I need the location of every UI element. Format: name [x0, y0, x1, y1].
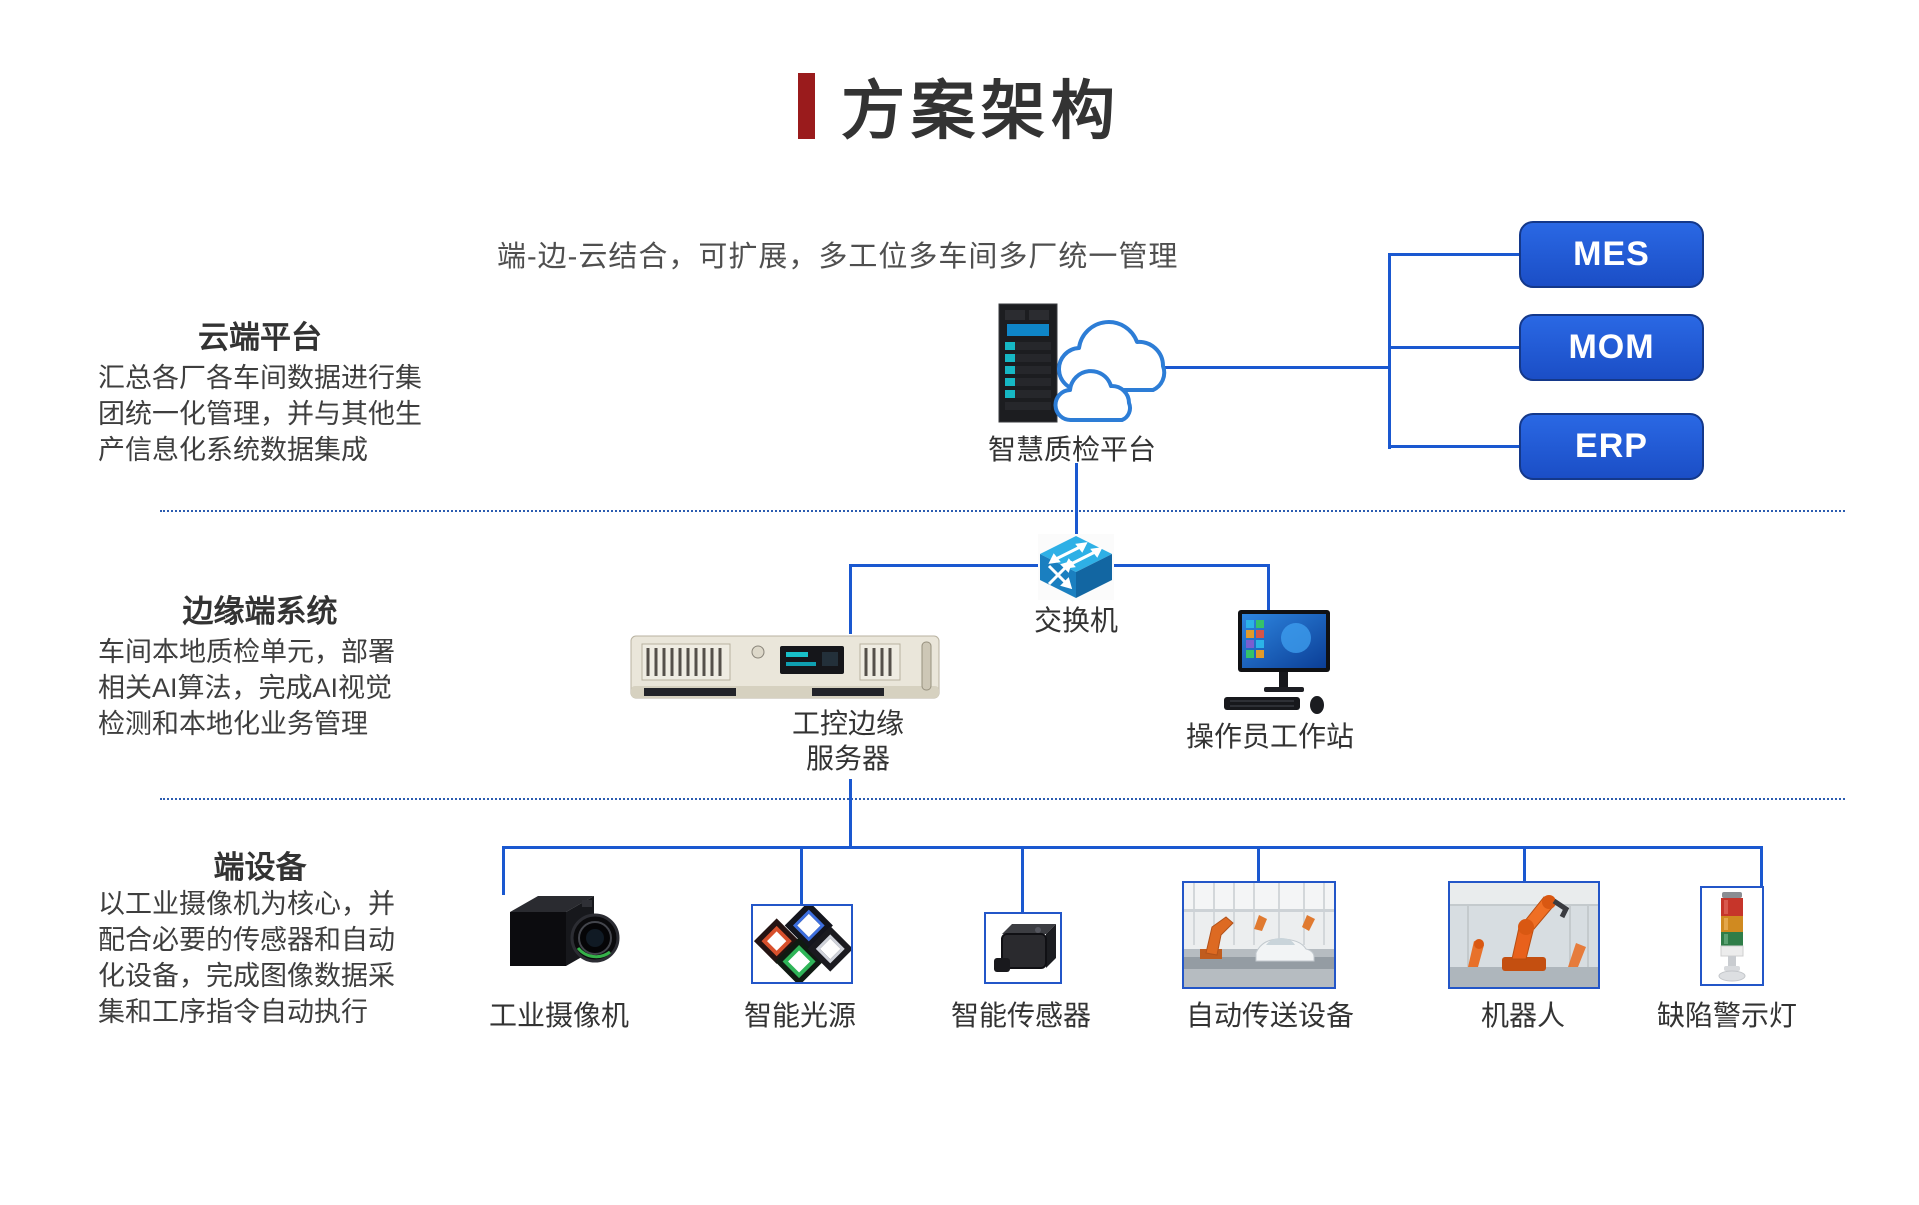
conveyor-illustration — [1182, 881, 1336, 989]
connector-line — [849, 564, 852, 634]
light-source-illustration — [751, 904, 853, 984]
connector-line — [1075, 463, 1078, 541]
cloud-server-illustration — [985, 298, 1175, 430]
tier-separator — [160, 510, 1845, 512]
connector-line — [849, 779, 852, 848]
mes-node: MES — [1519, 221, 1704, 288]
connector-line — [1388, 346, 1519, 349]
connector-line — [1388, 445, 1519, 448]
title-accent-bar — [798, 73, 815, 139]
device-label-camera: 工业摄像机 — [488, 1000, 630, 1031]
tier-separator — [160, 798, 1845, 800]
connector-line — [1760, 846, 1763, 890]
connector-line — [1158, 366, 1391, 369]
connector-line — [1257, 846, 1260, 884]
edge-tier-heading: 边缘端系统 — [182, 594, 338, 629]
warning-light-illustration — [1700, 886, 1764, 986]
network-switch-icon — [1038, 534, 1114, 600]
connector-line — [1267, 564, 1270, 622]
connector-line — [1523, 846, 1526, 884]
workstation-illustration — [1224, 610, 1336, 718]
connector-line — [800, 846, 803, 908]
connector-line — [502, 846, 505, 895]
workstation-label: 操作员工作站 — [1185, 721, 1355, 752]
device-label-robot: 机器人 — [1480, 1000, 1566, 1031]
device-label-conveyor: 自动传送设备 — [1185, 1000, 1355, 1031]
sensor-illustration — [984, 912, 1062, 984]
edge-tier-description: 车间本地质检单元，部署 相关AI算法，完成AI视觉 检测和本地化业务管理 — [98, 637, 395, 739]
device-tier-heading: 端设备 — [213, 850, 307, 885]
device-label-sensor: 智能传感器 — [950, 1000, 1092, 1031]
cloud-platform-label: 智慧质检平台 — [987, 434, 1157, 465]
page-title-row: 方案架构 — [0, 60, 1919, 152]
device-label-warning-light: 缺陷警示灯 — [1656, 1000, 1798, 1031]
connector-line — [1021, 846, 1024, 916]
switch-label: 交换机 — [1033, 605, 1119, 636]
device-tier-description: 以工业摄像机为核心，并 配合必要的传感器和自动 化设备，完成图像数据采 集和工序… — [98, 889, 395, 1027]
industrial-camera-illustration — [498, 890, 630, 974]
device-label-light: 智能光源 — [743, 1000, 857, 1031]
subtitle: 端-边-云结合，可扩展，多工位多车间多厂统一管理 — [497, 241, 1179, 273]
erp-node: ERP — [1519, 413, 1704, 480]
robot-illustration — [1448, 881, 1600, 989]
connector-line — [1388, 253, 1391, 449]
connector-line — [502, 846, 1763, 849]
edge-server-label: 工控边缘 服务器 — [791, 708, 905, 774]
mom-node: MOM — [1519, 314, 1704, 381]
industrial-pc-illustration — [630, 630, 940, 704]
cloud-tier-heading: 云端平台 — [198, 320, 322, 355]
page-title: 方案架构 — [841, 75, 1121, 147]
cloud-tier-description: 汇总各厂各车间数据进行集 团统一化管理，并与其他生 产信息化系统数据集成 — [98, 363, 422, 465]
connector-line — [1388, 253, 1519, 256]
